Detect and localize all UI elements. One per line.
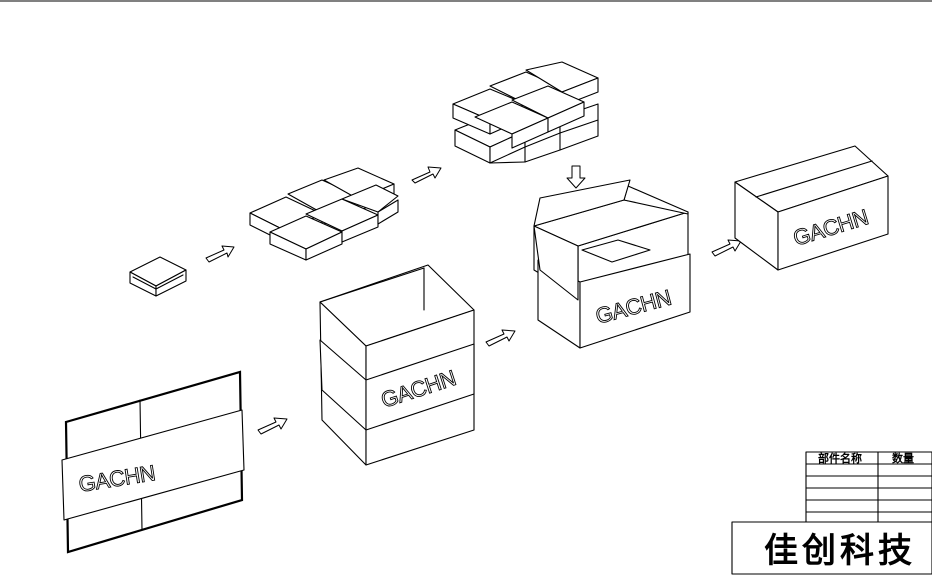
open-box-filling: GACHN — [533, 179, 691, 349]
company-name: 佳创科技 — [764, 531, 916, 571]
arrow-2 — [411, 166, 442, 184]
arrow-3 — [257, 417, 288, 435]
arrow-4 — [485, 329, 516, 347]
bom-header-quantity: 数量 — [892, 451, 914, 465]
six-burger-boxes — [249, 167, 399, 261]
company-box — [731, 521, 932, 575]
stacked-burger-boxes — [452, 61, 599, 164]
arrow-5 — [711, 239, 742, 257]
closed-box: GACHN — [734, 145, 889, 271]
flat-carton-blank: GACHN — [61, 370, 245, 554]
arrow-down — [566, 165, 586, 189]
arrow-1 — [205, 245, 235, 263]
title-block: 部件名称 数量 佳创科技 — [731, 451, 932, 575]
erected-box: GACHN — [319, 264, 475, 466]
single-burger-box — [129, 256, 187, 297]
bom-header-part-name: 部件名称 — [818, 451, 862, 465]
